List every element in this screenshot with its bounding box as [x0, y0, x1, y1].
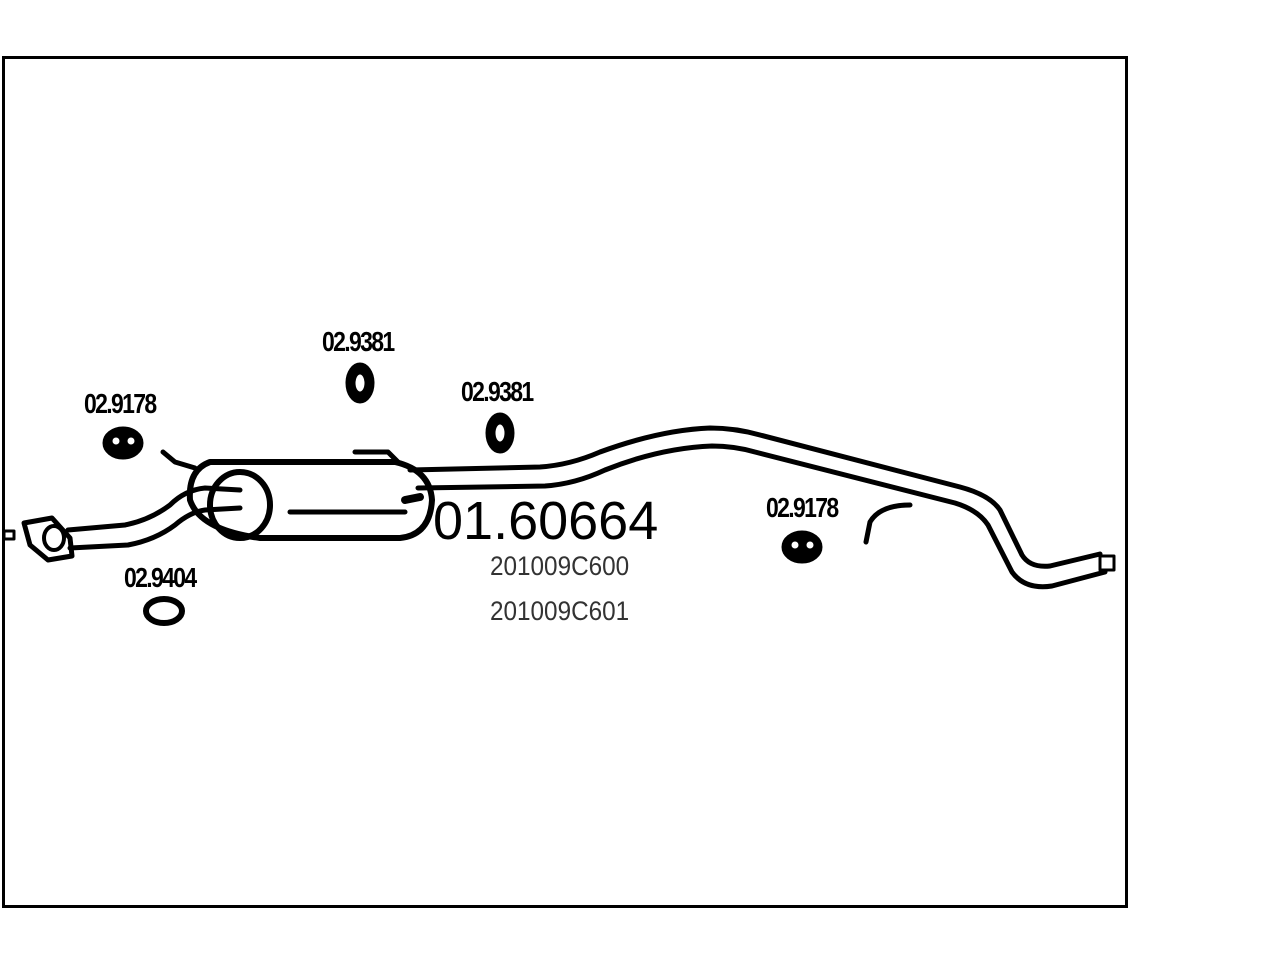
hanger-right-icon: [781, 530, 823, 564]
part-label-hanger-left: 02.9178: [84, 388, 157, 419]
gasket-icon: [143, 596, 185, 626]
part-label-hanger-right: 02.9178: [766, 492, 839, 523]
front-flange: [2, 515, 75, 563]
rubber-mount-1-icon: [345, 362, 375, 404]
part-label-gasket: 02.9404: [124, 562, 197, 593]
reference-number-2: 201009C601: [490, 596, 630, 626]
part-label-rubber-mount-1: 02.9381: [322, 326, 395, 357]
hanger-left-icon: [102, 426, 144, 460]
hanger-hook-right: [863, 502, 913, 545]
rubber-mount-2-icon: [485, 412, 515, 454]
tail-pipe: [407, 425, 1116, 590]
part-label-rubber-mount-2: 02.9381: [461, 376, 534, 407]
muffler: [160, 449, 435, 541]
diagram-frame: [2, 56, 1128, 908]
main-part-number: 01.60664: [433, 491, 659, 551]
reference-number-1: 201009C600: [490, 551, 630, 581]
